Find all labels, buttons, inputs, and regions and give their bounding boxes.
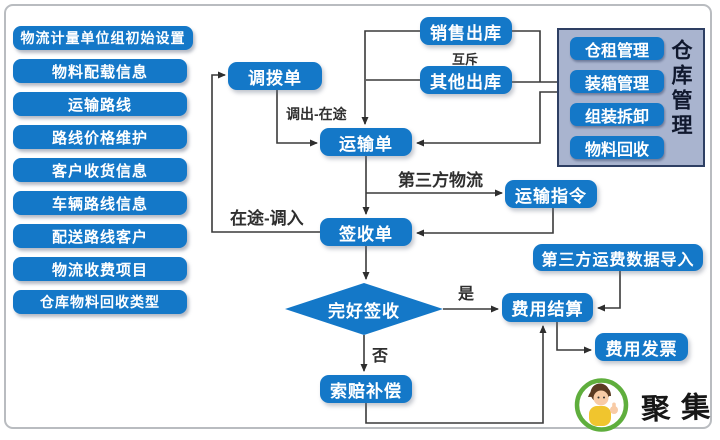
edge-label-transfer-out-in-transit: 调出-在途: [286, 106, 347, 122]
warehouse-management-panel: 仓租管理 装箱管理 组装拆卸 物料回收 仓库管理: [557, 28, 705, 167]
warehouse-panel-title: 仓库管理: [669, 39, 692, 139]
sidebar-item-recycle-type: 仓库物料回收类型: [13, 290, 187, 314]
flow-node-transport-instruction: 运输指令: [505, 180, 597, 208]
watermark-logo-icon: [574, 378, 629, 432]
flow-node-transport-order: 运输单: [320, 128, 412, 156]
sidebar-item-delivery-route-customer: 配送路线客户: [13, 224, 187, 248]
flow-node-other-outbound: 其他出库: [420, 66, 512, 94]
sidebar-item-charge-items: 物流收费项目: [13, 257, 187, 281]
edge-label-third-party-logistics: 第三方物流: [398, 171, 483, 190]
sidebar-item-unit-group-setup: 物流计量单位组初始设置: [13, 26, 193, 50]
watermark-text: 聚集号: [640, 387, 720, 426]
flow-node-expense-invoice: 费用发票: [595, 333, 688, 361]
panel-item-assembly-disassembly: 组装拆卸: [570, 103, 664, 126]
flow-node-sales-outbound: 销售出库: [420, 17, 512, 45]
edge-label-in-transit-transfer-in: 在途-调入: [230, 209, 304, 228]
edge-label-no: 否: [372, 348, 389, 365]
sidebar-item-vehicle-route: 车辆路线信息: [13, 191, 187, 215]
edge-label-yes: 是: [458, 286, 475, 303]
panel-item-material-recycle: 物料回收: [570, 136, 664, 159]
sidebar-item-customer-receiving: 客户收货信息: [13, 158, 187, 182]
sidebar-item-route-price: 路线价格维护: [13, 125, 187, 149]
panel-item-warehouse-rent: 仓租管理: [570, 37, 664, 60]
edge-label-mutual-exclusion: 互斥: [452, 52, 479, 67]
sidebar-item-material-load-info: 物料配载信息: [13, 59, 187, 83]
flow-node-transfer-order: 调拨单: [228, 62, 322, 90]
flow-node-claim-compensation: 索赔补偿: [320, 375, 412, 403]
panel-item-packing: 装箱管理: [570, 70, 664, 93]
watermark: 聚集号: [574, 377, 720, 432]
flow-node-freight-data-import: 第三方运费数据导入: [533, 244, 703, 271]
flow-node-sign-receipt: 签收单: [320, 218, 412, 246]
sidebar-item-transport-route: 运输路线: [13, 92, 187, 116]
flow-node-expense-settlement: 费用结算: [502, 293, 593, 322]
